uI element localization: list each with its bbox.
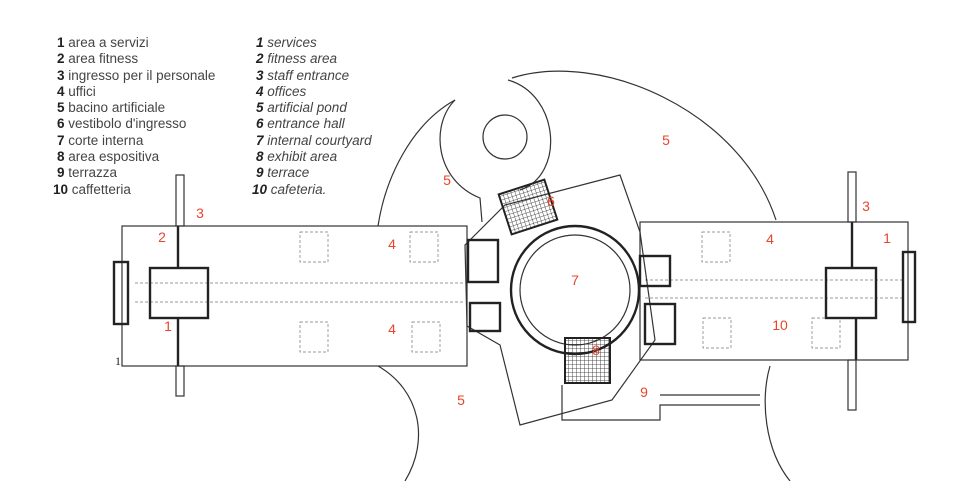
label-staff-entrance-left: 3 [196,205,204,221]
legend-item: 10 caffetteria [53,181,131,197]
legend-item: 7 internal courtyard [256,132,372,148]
label-terrace: 9 [640,384,648,400]
legend-italian: 1 area a servizi 2 area fitness 3 ingres… [53,35,216,198]
label-services-left: 1 [164,318,172,334]
label-pond-left: 5 [443,172,451,188]
section-mark: 1 [115,354,121,368]
label-staff-entrance-right: 3 [862,198,870,214]
pond-outline [377,70,791,481]
legend-item: 3 ingresso per il personale [57,67,216,83]
legend-item: 1 area a servizi [57,35,149,50]
label-courtyard: 7 [571,272,579,288]
legend-item: 1 services [256,35,317,50]
legend-item: 6 vestibolo d'ingresso [57,116,187,132]
legend-item: 8 area espositiva [57,149,160,165]
entrance-hall-grid [497,178,559,236]
legend-item: 8 exhibit area [256,149,338,165]
legend-item: 5 artificial pond [256,100,347,116]
courtyard-inner [519,234,631,346]
label-entrance-hall: 6 [547,193,555,209]
small-pond-circle [482,114,528,160]
label-offices-bottom-left: 4 [388,321,396,337]
legend-item: 10 cafeteria. [252,181,327,197]
exhibit-area-grid [564,337,611,384]
legend-item: 5 bacino artificiale [57,100,166,116]
courtyard-ring [509,224,641,356]
legend-item: 9 terrace [256,165,310,181]
legend-item: 4 uffici [57,83,96,99]
legend-item: 7 corte interna [57,132,144,148]
label-cafeteria: 10 [772,317,788,333]
legend-item: 2 area fitness [57,51,139,67]
label-offices-right: 4 [766,231,774,247]
label-pond-bottom: 5 [457,392,465,408]
legend-item: 3 staff entrance [256,67,350,83]
label-exhibit: 8 [592,342,600,358]
legend-item: 6 entrance hall [256,116,345,132]
plan-labels: 3 2 1 4 4 5 5 5 6 7 8 9 4 10 3 1 1 [115,132,891,408]
label-fitness-left: 2 [158,229,166,245]
legend-item: 4 offices [256,83,307,99]
label-offices-top-left: 4 [388,236,396,252]
central-pavilion [464,174,760,426]
office-wing-right [639,171,917,411]
office-wing-left [112,174,468,397]
label-services-right: 1 [883,230,891,246]
legend-item: 9 terrazza [57,165,118,181]
legend-item: 2 fitness area [256,51,338,67]
legend-english: 1 services 2 fitness area 3 staff entran… [252,35,372,198]
label-pond-top: 5 [662,132,670,148]
